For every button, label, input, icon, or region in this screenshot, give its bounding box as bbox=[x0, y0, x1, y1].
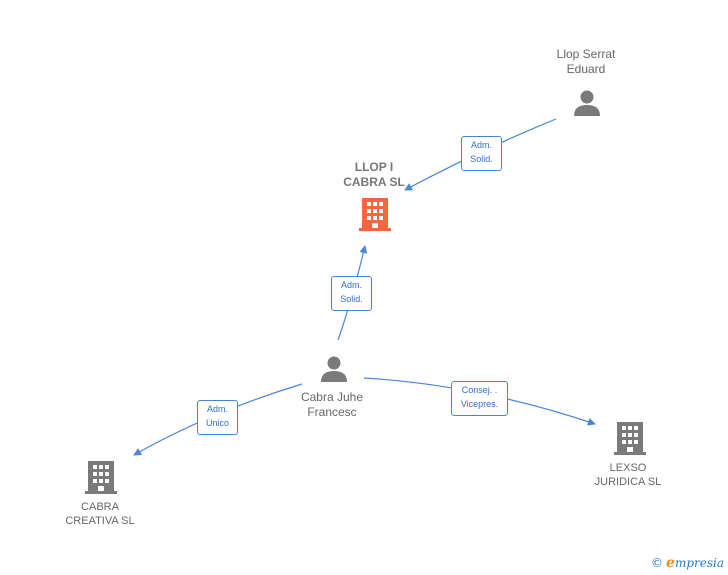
person-icon[interactable] bbox=[319, 354, 349, 384]
brand-initial: e bbox=[666, 555, 675, 571]
node-label-llop-serrat: Llop Serrat Eduard bbox=[556, 47, 616, 76]
empresia-logo[interactable]: ©empresia bbox=[651, 555, 724, 571]
node-label-lexso: LEXSO JURIDICA SL bbox=[594, 462, 662, 488]
building-icon[interactable] bbox=[614, 421, 646, 455]
edge-label-consej-vicepres[interactable]: Consej. . Vicepres. bbox=[451, 381, 508, 416]
edge-label-adm-unico[interactable]: Adm. Unico bbox=[197, 400, 238, 435]
brand-name: mpresia bbox=[674, 556, 724, 570]
node-label-cabra-juhe: Cabra Juhe Francesc bbox=[300, 390, 364, 419]
copyright-symbol: © bbox=[651, 556, 664, 570]
edge-label-adm-solid-1[interactable]: Adm. Solid. bbox=[461, 136, 502, 171]
building-icon[interactable] bbox=[85, 460, 117, 494]
node-label-cabra-creativa: CABRA CREATIVA SL bbox=[65, 501, 135, 527]
person-icon[interactable] bbox=[572, 88, 602, 118]
building-icon[interactable] bbox=[359, 197, 391, 231]
edge-label-adm-solid-2[interactable]: Adm. Solid. bbox=[331, 276, 372, 311]
node-label-llop-cabra: LLOP I CABRA SL bbox=[343, 160, 405, 189]
